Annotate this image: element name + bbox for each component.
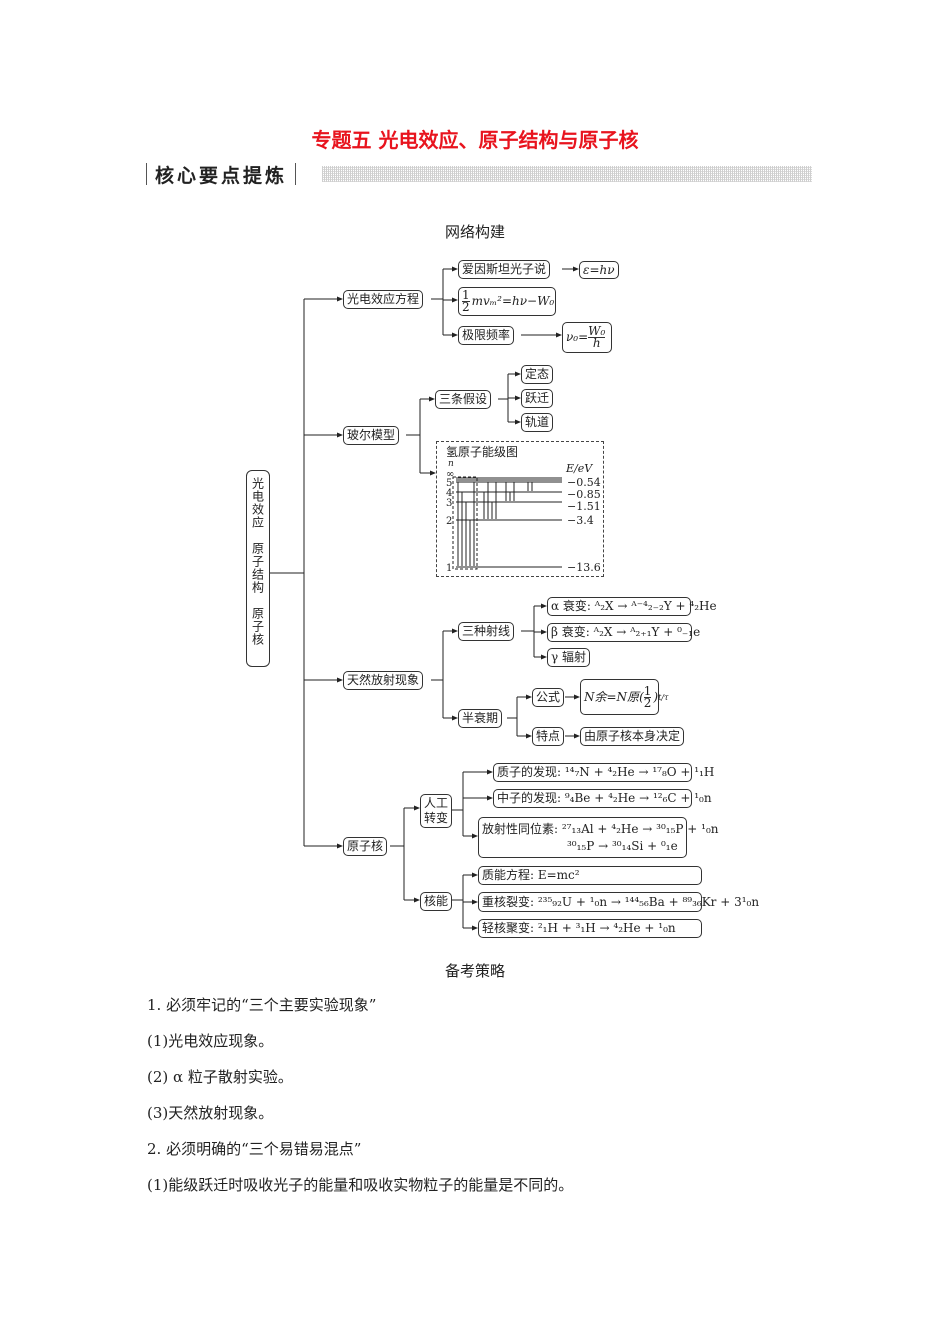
formula-text: ν₀= xyxy=(566,330,589,344)
node-bohr-model: 玻尔模型 xyxy=(343,426,400,445)
infinity-label: ∞ xyxy=(446,469,454,480)
level-n2: 2 xyxy=(446,516,452,527)
section-header: 核心要点提炼 xyxy=(146,162,297,187)
level-n5: 5 xyxy=(446,478,452,489)
node-feature-label: 特点 xyxy=(532,727,565,746)
divider xyxy=(146,163,147,185)
n-axis-label: n xyxy=(448,459,454,469)
node-natural-radioactivity: 天然放射现象 xyxy=(343,671,424,690)
node-orbit: 轨道 xyxy=(521,413,554,432)
node-feature: 由原子核本身决定 xyxy=(580,727,685,746)
divider xyxy=(295,163,297,185)
node-einstein-photon: 爱因斯坦光子说 xyxy=(458,260,551,279)
dotted-band xyxy=(322,166,812,182)
level-n3: 3 xyxy=(446,498,452,509)
page-title: 专题五 光电效应、原子结构与原子核 xyxy=(311,128,639,152)
node-fusion: 轻核聚变: ²₁H + ³₁H → ⁴₂He + ¹₀n xyxy=(478,919,702,938)
node-gamma-radiation: γ 辐射 xyxy=(547,648,590,667)
node-three-hypotheses: 三条假设 xyxy=(435,390,492,409)
energy-e3: −1.51 xyxy=(567,500,601,513)
energy-e4: −0.85 xyxy=(567,488,601,501)
strategy-line: (2) α 粒子散射实验。 xyxy=(147,1068,293,1086)
diagram-heading: 网络构建 xyxy=(444,223,505,241)
node-alpha-decay: α 衰变: ᴬ₂X → ᴬ⁻⁴₂₋₂Y + ⁴₂He xyxy=(547,597,717,616)
formula-text: N余=N原 xyxy=(584,689,640,704)
node-three-rays: 三种射线 xyxy=(458,622,515,641)
fraction-denominator: 2 xyxy=(643,695,652,710)
strategy-line: 2. 必须明确的“三个易错易混点” xyxy=(147,1140,362,1158)
root-node: 光电效应 原子结构 原子核 xyxy=(246,470,270,667)
node-formula-label: 公式 xyxy=(532,688,565,707)
strategy-line: (1)光电效应现象。 xyxy=(147,1032,274,1050)
node-artificial-transmutation: 人工转变 xyxy=(420,794,452,828)
section-title: 核心要点提炼 xyxy=(155,164,288,187)
node-proton-discovery: 质子的发现: ¹⁴₇N + ⁴₂He → ¹⁷₈O + ¹₁H xyxy=(493,763,714,782)
fraction-denominator: 2 xyxy=(462,300,470,314)
node-stationary-state: 定态 xyxy=(521,365,554,384)
strategy-line: 1. 必须牢记的“三个主要实验现象” xyxy=(147,996,377,1014)
node-beta-decay: β 衰变: ᴬ₂X → ᴬ₂₊₁Y + ⁰₋₁e xyxy=(547,623,700,642)
energy-level-frame xyxy=(436,441,604,577)
energy-e5: −0.54 xyxy=(567,476,601,489)
strategy-heading: 备考策略 xyxy=(444,962,505,980)
strategy-line: (1)能级跃迁时吸收光子的能量和吸收实物粒子的能量是不同的。 xyxy=(147,1176,574,1194)
node-mass-energy: 质能方程: E=mc² xyxy=(478,866,702,885)
node-nuclear-energy: 核能 xyxy=(420,892,453,911)
fraction-numerator: 1 xyxy=(462,288,470,302)
energy-diagram-title: 氢原子能级图 xyxy=(446,444,518,459)
node-neutron-discovery: 中子的发现: ⁹₄Be + ⁴₂He → ¹²₆C + ¹₀n xyxy=(493,789,712,808)
fraction-numerator: W₀ xyxy=(588,324,606,338)
node-nucleus: 原子核 xyxy=(343,837,388,856)
fraction-numerator: 1 xyxy=(643,683,652,698)
node-photoelectric-equation: 光电效应方程 xyxy=(343,290,424,309)
formula-text: mvₘ²=hν−W₀ xyxy=(471,294,555,308)
energy-level-diagram: 氢原子能级图 n ∞ E/eV 5 4 3 2 1 −0.54 −0.85 −1… xyxy=(446,444,601,574)
node-fission: 重核裂变: ²³⁵₉₂U + ¹₀n → ¹⁴⁴₅₆Ba + ⁸⁹₃₆Kr + … xyxy=(478,892,759,912)
node-half-life: 半衰期 xyxy=(458,709,503,728)
node-photon-energy: ε=hν xyxy=(579,261,619,279)
isotope-reaction-1: 放射性同位素: ²⁷₁₃Al + ⁴₂He → ³⁰₁₅P + ¹₀n xyxy=(482,821,719,836)
isotope-reaction-2: ³⁰₁₅P → ³⁰₁₄Si + ⁰₁e xyxy=(567,838,678,853)
node-transition: 跃迁 xyxy=(521,389,554,408)
level-n4: 4 xyxy=(446,488,452,499)
node-threshold-frequency: 极限频率 xyxy=(458,326,515,345)
fraction-denominator: h xyxy=(592,336,601,350)
node-radioactive-isotope: 放射性同位素: ²⁷₁₃Al + ⁴₂He → ³⁰₁₅P + ¹₀n ³⁰₁₅… xyxy=(478,817,719,858)
energy-e2: −3.4 xyxy=(567,514,594,527)
strategy-line: (3)天然放射现象。 xyxy=(147,1104,274,1122)
exponent: t/τ xyxy=(658,692,669,702)
energy-unit-label: E/eV xyxy=(565,462,593,475)
level-n1: 1 xyxy=(446,563,452,574)
energy-e1: −13.6 xyxy=(567,561,601,574)
